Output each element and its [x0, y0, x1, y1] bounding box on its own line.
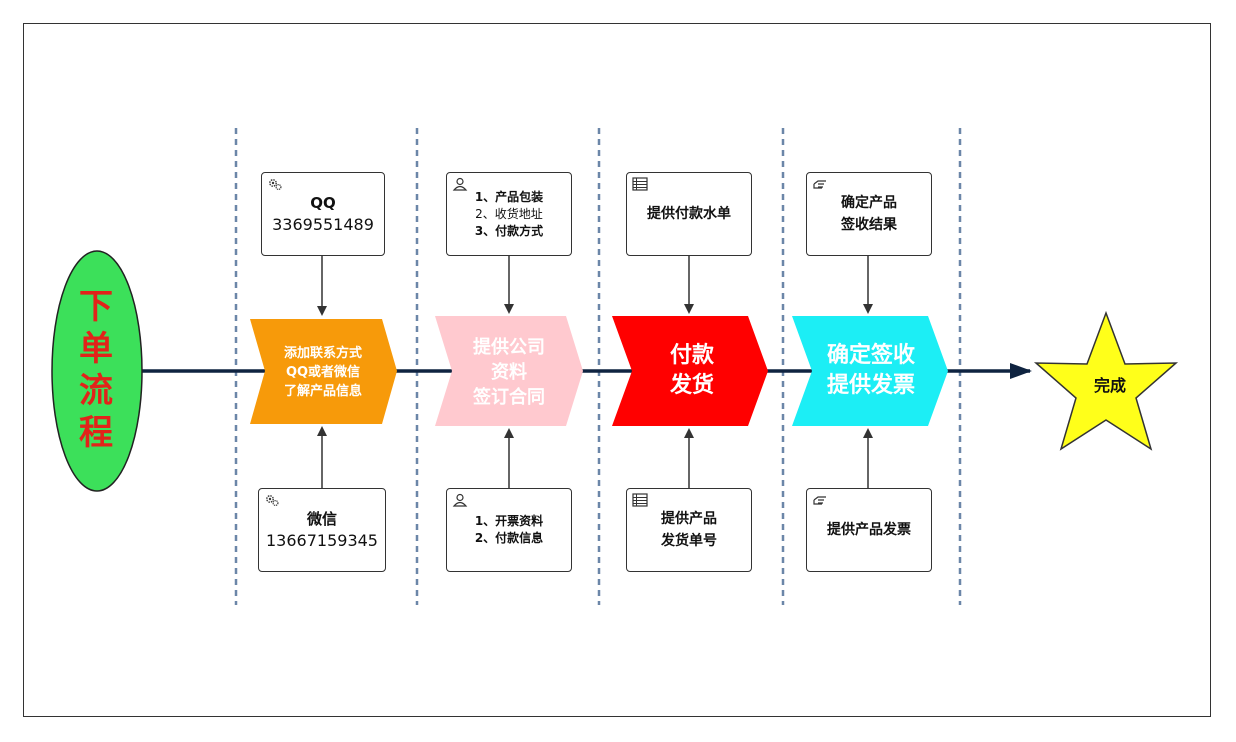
step-1-label-line: QQ或者微信 [285, 364, 361, 380]
box-line: 提供产品发票 [827, 522, 911, 538]
box-line: 提供付款水单 [647, 206, 731, 222]
box-line: 13667159345 [266, 531, 378, 550]
box-line: 3369551489 [272, 215, 374, 234]
step-1-label-line: 添加联系方式 [283, 345, 362, 361]
step-1-top-box: QQ 3369551489 [261, 172, 385, 256]
end-label: 完成 [1093, 376, 1126, 395]
hand-point-icon [813, 496, 826, 505]
start-label: 下 单 流 程 [52, 250, 140, 490]
step-1-label-line: 了解产品信息 [283, 383, 362, 399]
box-line: 确定产品 [841, 195, 897, 211]
person-icon [452, 493, 468, 507]
diagram-frame [23, 23, 1211, 717]
step-3-label-line: 付款 [669, 343, 714, 368]
list-icon [632, 177, 648, 191]
step-3-top-box: 提供付款水单 [626, 172, 752, 256]
step-2-label-line: 签订合同 [473, 386, 545, 408]
box-line: 签收结果 [841, 217, 897, 233]
step-2-top-box: 1、产品包装 2、收货地址 3、付款方式 [446, 172, 572, 256]
step-3-label: 付款 发货 [628, 336, 756, 406]
step-4-label: 确定签收 提供发票 [806, 336, 936, 406]
step-3-chevron [612, 316, 768, 426]
box-line: 发货单号 [661, 533, 717, 549]
step-1-bottom-box: 微信 13667159345 [258, 488, 386, 572]
lane-separators [234, 128, 962, 605]
step-2-label-line: 提供公司 [473, 336, 545, 358]
step-2-bottom-box: 1、开票资料 2、付款信息 [446, 488, 572, 572]
start-ellipse [51, 250, 143, 492]
step-4-bottom-box: 提供产品发票 [806, 488, 932, 572]
step-1-label: 添加联系方式 QQ或者微信 了解产品信息 [262, 334, 384, 410]
step-2-label-line: 资料 [491, 361, 527, 383]
list-icon [632, 493, 648, 507]
step-1-chevron [250, 319, 397, 424]
box-line: 3、付款方式 [474, 223, 544, 238]
box-line: 1、产品包装 [474, 189, 544, 204]
box-line: 微信 [306, 510, 337, 528]
gears-icon [269, 179, 282, 191]
hand-point-icon [813, 180, 826, 189]
gears-icon [266, 495, 279, 507]
step-4-label-line: 提供发票 [826, 373, 915, 398]
step-4-chevron [792, 316, 948, 426]
step-2-chevron [435, 316, 583, 426]
step-3-label-line: 发货 [669, 373, 714, 398]
box-line: 1、开票资料 [474, 514, 544, 528]
start-char: 程 [79, 413, 113, 453]
box-line: 提供产品 [661, 511, 717, 527]
end-star [1033, 310, 1179, 451]
box-line: 2、收货地址 [475, 206, 543, 221]
box-line: QQ [310, 194, 336, 212]
box-line: 2、付款信息 [474, 531, 544, 545]
step-4-top-box: 确定产品 签收结果 [806, 172, 932, 256]
start-char: 下 [79, 287, 113, 327]
start-char: 流 [79, 371, 113, 411]
person-icon [452, 177, 468, 191]
step-3-bottom-box: 提供产品 发货单号 [626, 488, 752, 572]
start-char: 单 [79, 329, 113, 369]
step-2-label: 提供公司 资料 签订合同 [448, 330, 570, 414]
step-4-label-line: 确定签收 [826, 343, 915, 368]
